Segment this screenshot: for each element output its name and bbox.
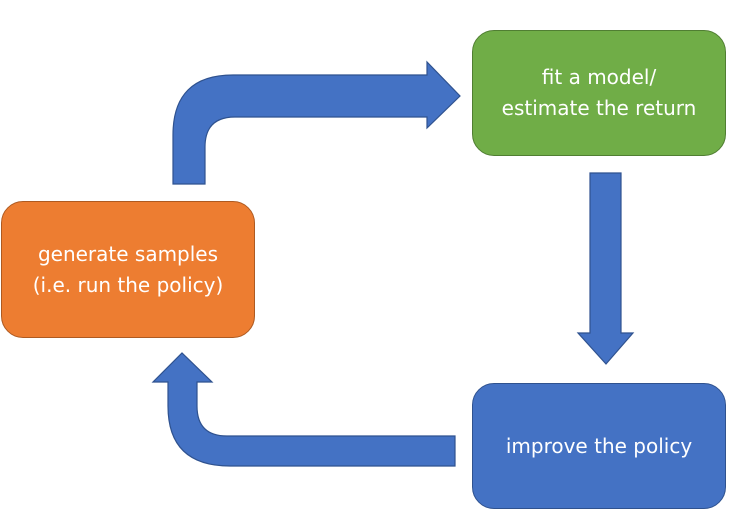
node-fit-model: fit a model/ estimate the return bbox=[472, 30, 726, 156]
arrow-generate-to-fit bbox=[172, 60, 461, 185]
arrow-fit-to-improve bbox=[576, 172, 635, 365]
node-generate-samples-line2: (i.e. run the policy) bbox=[32, 272, 224, 297]
node-fit-model-line2: estimate the return bbox=[501, 96, 697, 120]
node-improve-policy-label: improve the policy bbox=[505, 433, 693, 458]
node-improve-policy: improve the policy bbox=[472, 383, 726, 509]
arrow-improve-to-generate bbox=[151, 352, 456, 467]
node-generate-samples-line1: generate samples bbox=[37, 241, 219, 266]
node-fit-model-line1: fit a model/ bbox=[541, 65, 657, 89]
node-generate-samples: generate samples (i.e. run the policy) bbox=[1, 201, 255, 338]
